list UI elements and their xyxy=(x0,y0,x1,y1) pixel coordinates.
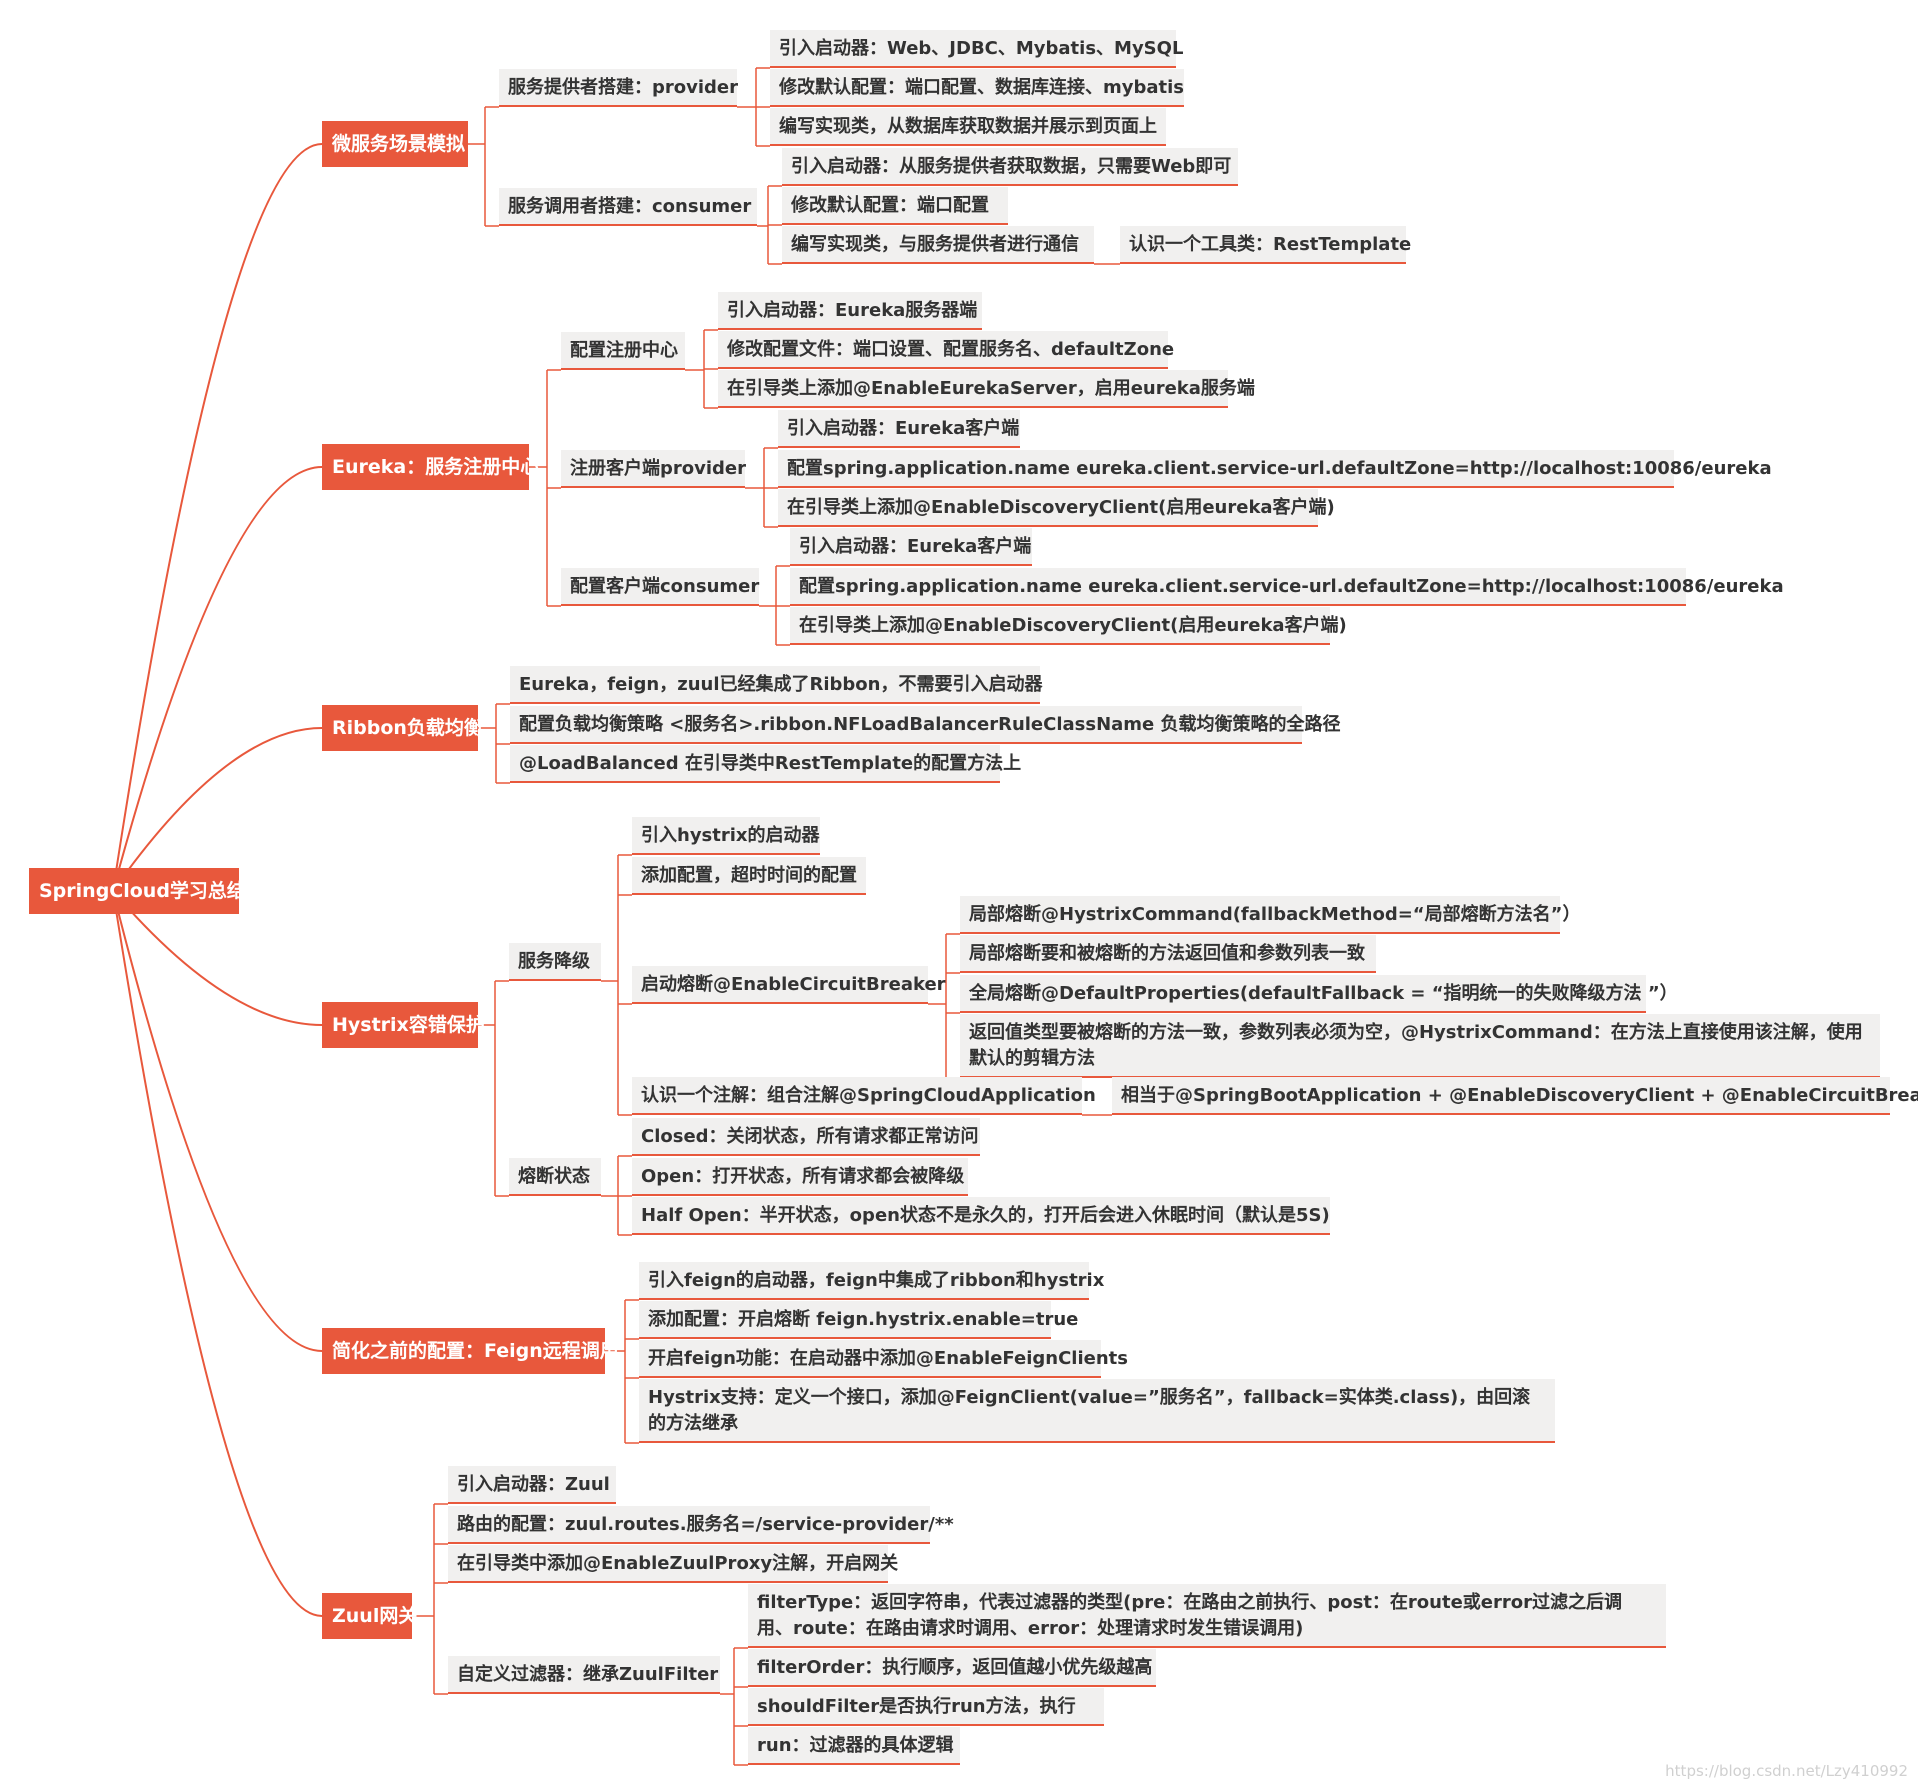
edge-root-topic-eureka xyxy=(112,466,323,892)
leaf-eureka-consumer-config[interactable]: 配置spring.application.name eureka.client.… xyxy=(790,568,1784,606)
leaf-filter-type[interactable]: filterType：返回字符串，代表过滤器的类型(pre：在路由之前执行、po… xyxy=(748,1584,1666,1648)
subtopic-eureka-consumer[interactable]: 配置客户端consumer xyxy=(561,568,759,606)
subtopic-hystrix-breaker[interactable]: 启动熔断@EnableCircuitBreaker xyxy=(632,966,946,1004)
leaf-state-half-open[interactable]: Half Open：半开状态，open状态不是永久的，打开后会进入休眠时间（默认… xyxy=(632,1197,1330,1235)
topic-eureka[interactable]: Eureka：服务注册中心 xyxy=(322,444,539,490)
topic-ribbon[interactable]: Ribbon负载均衡 xyxy=(322,705,483,751)
topic-microservice[interactable]: 微服务场景模拟 xyxy=(322,121,468,167)
subtopic-eureka-provider[interactable]: 注册客户端provider xyxy=(561,450,746,488)
subtopic-consumer[interactable]: 服务调用者搭建：consumer xyxy=(499,188,757,226)
edge-root-topic-hystrix xyxy=(112,890,323,1026)
leaf-feign-hystrix[interactable]: Hystrix支持：定义一个接口，添加@FeignClient(value=”服… xyxy=(639,1379,1555,1443)
leaf-zuul-proxy[interactable]: 在引导类中添加@EnableZuulProxy注解，开启网关 xyxy=(448,1545,898,1583)
leaf-filter-should[interactable]: shouldFilter是否执行run方法，执行 xyxy=(748,1688,1104,1726)
edge-feign xyxy=(605,1299,639,1444)
leaf-zuul-starter[interactable]: 引入启动器：Zuul xyxy=(448,1466,616,1504)
leaf-breaker-local[interactable]: 局部熔断@HystrixCommand(fallbackMethod=“局部熔断… xyxy=(960,896,1580,934)
leaf-state-open[interactable]: Open：打开状态，所有请求都会被降级 xyxy=(632,1158,968,1196)
leaf-eureka-provider-config[interactable]: 配置spring.application.name eureka.client.… xyxy=(778,450,1772,488)
edge-root-topic-feign xyxy=(112,890,323,1352)
edge-hystrix-breaker xyxy=(928,933,960,1079)
leaf-consumer-starter[interactable]: 引入启动器：从服务提供者获取数据，只需要Web即可 xyxy=(782,148,1238,186)
subtopic-hystrix-state[interactable]: 熔断状态 xyxy=(509,1158,601,1196)
leaf-hystrix-timeout[interactable]: 添加配置，超时时间的配置 xyxy=(632,857,866,895)
edge-root-topic-zuul xyxy=(112,890,323,1617)
leaf-filter-order[interactable]: filterOrder：执行顺序，返回值越小优先级越高 xyxy=(748,1649,1156,1687)
edge-ribbon xyxy=(478,703,510,784)
edge-eureka-server xyxy=(685,329,718,409)
edge-hystrix-degrade xyxy=(601,854,632,1116)
leaf-eureka-server-annotation[interactable]: 在引导类上添加@EnableEurekaServer，启用eureka服务端 xyxy=(718,370,1255,408)
leaf-breaker-global[interactable]: 全局熔断@DefaultProperties(defaultFallback =… xyxy=(960,975,1678,1013)
leaf-state-closed[interactable]: Closed：关闭状态，所有请求都正常访问 xyxy=(632,1118,980,1156)
subtopic-provider[interactable]: 服务提供者搭建：provider xyxy=(499,69,738,107)
topic-feign[interactable]: 简化之前的配置：Feign远程调用 xyxy=(322,1328,619,1374)
subtopic-hystrix-degrade[interactable]: 服务降级 xyxy=(509,943,601,981)
leaf-hystrix-annotation[interactable]: 认识一个注解：组合注解@SpringCloudApplication xyxy=(632,1077,1096,1115)
leaf-eureka-server-config[interactable]: 修改配置文件：端口设置、配置服务名、defaultZone xyxy=(718,331,1174,369)
edge-eureka-consumer xyxy=(759,565,790,646)
edge-eureka xyxy=(529,369,561,607)
root-node[interactable]: SpringCloud学习总结 xyxy=(29,868,246,914)
leaf-eureka-provider-annotation[interactable]: 在引导类上添加@EnableDiscoveryClient(启用eureka客户… xyxy=(778,489,1335,527)
leaf-consumer-tool[interactable]: 认识一个工具类：RestTemplate xyxy=(1120,226,1411,264)
edge-zuul xyxy=(412,1503,448,1695)
edge-micro xyxy=(468,106,499,227)
leaf-hystrix-starter[interactable]: 引入hystrix的启动器 xyxy=(632,817,820,855)
leaf-eureka-consumer-annotation[interactable]: 在引导类上添加@EnableDiscoveryClient(启用eureka客户… xyxy=(790,607,1347,645)
leaf-provider-starter[interactable]: 引入启动器：Web、JDBC、Mybatis、MySQL xyxy=(770,30,1183,68)
leaf-breaker-local-match[interactable]: 局部熔断要和被熔断的方法返回值和参数列表一致 xyxy=(960,935,1376,973)
leaf-eureka-server-starter[interactable]: 引入启动器：Eureka服务器端 xyxy=(718,292,982,330)
watermark: https://blog.csdn.net/Lzy410992 xyxy=(1665,1762,1908,1780)
leaf-zuul-routes[interactable]: 路由的配置：zuul.routes.服务名=/service-provider/… xyxy=(448,1506,954,1544)
leaf-consumer-config[interactable]: 修改默认配置：端口配置 xyxy=(782,187,1008,225)
leaf-consumer-impl[interactable]: 编写实现类，与服务提供者进行通信 xyxy=(782,226,1094,264)
edge-consumer xyxy=(757,185,782,265)
leaf-provider-config[interactable]: 修改默认配置：端口配置、数据库连接、mybatis xyxy=(770,69,1184,107)
subtopic-zuul-filter[interactable]: 自定义过滤器：继承ZuulFilter xyxy=(448,1656,720,1694)
edge-root-topic-microservice xyxy=(112,143,323,892)
edge-provider xyxy=(737,67,770,147)
leaf-filter-run[interactable]: run：过滤器的具体逻辑 xyxy=(748,1727,960,1765)
leaf-feign-config[interactable]: 添加配置：开启熔断 feign.hystrix.enable=true xyxy=(639,1301,1078,1339)
leaf-ribbon-integrated[interactable]: Eureka，feign，zuul已经集成了Ribbon，不需要引入启动器 xyxy=(510,666,1042,704)
leaf-feign-starter[interactable]: 引入feign的启动器，feign中集成了ribbon和hystrix xyxy=(639,1262,1104,1300)
leaf-ribbon-loadbalanced[interactable]: @LoadBalanced 在引导类中RestTemplate的配置方法上 xyxy=(510,745,1021,783)
leaf-provider-impl[interactable]: 编写实现类，从数据库获取数据并展示到页面上 xyxy=(770,108,1166,146)
leaf-breaker-return-type[interactable]: 返回值类型要被熔断的方法一致，参数列表必须为空，@HystrixCommand：… xyxy=(960,1014,1880,1078)
topic-hystrix[interactable]: Hystrix容错保护 xyxy=(322,1002,485,1048)
edge-zuul-filter xyxy=(720,1647,748,1766)
leaf-eureka-provider-starter[interactable]: 引入启动器：Eureka客户端 xyxy=(778,410,1020,448)
edge-eureka-provider xyxy=(745,447,778,528)
topic-zuul[interactable]: Zuul网关 xyxy=(322,1593,417,1639)
leaf-hystrix-annotation-eq[interactable]: 相当于@SpringBootApplication + @EnableDisco… xyxy=(1112,1077,1918,1115)
edge-root-topic-ribbon xyxy=(112,727,323,892)
edge-hystrix-state xyxy=(601,1155,632,1236)
leaf-feign-enable[interactable]: 开启feign功能：在启动器中添加@EnableFeignClients xyxy=(639,1340,1128,1378)
leaf-ribbon-strategy[interactable]: 配置负载均衡策略 <服务名>.ribbon.NFLoadBalancerRule… xyxy=(510,706,1341,744)
edge-hystrix xyxy=(478,980,509,1197)
leaf-eureka-consumer-starter[interactable]: 引入启动器：Eureka客户端 xyxy=(790,528,1032,566)
subtopic-eureka-server[interactable]: 配置注册中心 xyxy=(561,332,685,370)
